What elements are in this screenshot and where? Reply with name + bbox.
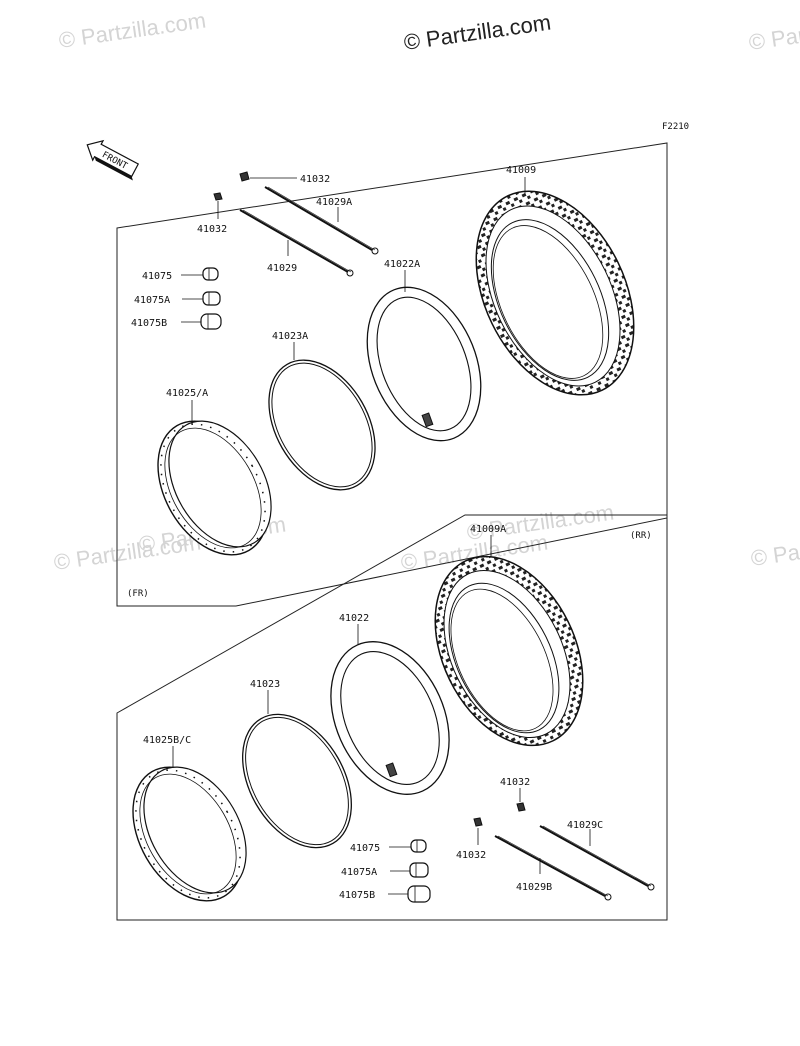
rear-nipple: 41075 xyxy=(350,839,427,854)
front-tire: 41009 xyxy=(475,165,635,396)
rear-tube: 41022 xyxy=(330,613,450,795)
front-nipple-b: 41075B xyxy=(131,313,222,330)
front-nipple-b-label: 41075B xyxy=(131,318,167,329)
rear-rim: 41025B/C xyxy=(132,735,247,902)
front-spoke-label: 41029 xyxy=(267,263,297,274)
front-nipple-a-label: 41075A xyxy=(134,295,170,306)
front-tire-label: 41009 xyxy=(506,165,536,176)
rear-spoke-b: 41029B xyxy=(494,835,612,901)
rear-valve-cap-a-label: 41032 xyxy=(500,777,530,788)
front-nipple-a: 41075A xyxy=(134,291,221,306)
rear-frame xyxy=(116,514,668,921)
front-tube-label: 41022A xyxy=(384,259,420,270)
front-valve-cap-b-label: 41032 xyxy=(197,224,227,235)
rear-nipple-b-label: 41075B xyxy=(339,890,375,901)
front-section-label: (FR) xyxy=(127,589,149,599)
rear-valve-cap-a: 41032 xyxy=(500,777,530,812)
front-nipple-label: 41075 xyxy=(142,271,172,282)
rear-nipple-a-label: 41075A xyxy=(341,867,377,878)
diagram-code: F2210 xyxy=(662,122,689,132)
watermark-top-right: © Partzilla.com xyxy=(747,10,800,55)
rear-valve-cap-b: 41032 xyxy=(456,817,486,861)
front-rim-band-label: 41023A xyxy=(272,331,308,342)
front-spoke: 41029 xyxy=(239,209,354,277)
rear-nipple-label: 41075 xyxy=(350,843,380,854)
front-spoke-a-label: 41029A xyxy=(316,197,352,208)
rear-tube-label: 41022 xyxy=(339,613,369,624)
front-frame xyxy=(116,142,668,607)
rear-rim-band-label: 41023 xyxy=(250,679,280,690)
front-tube: 41022A xyxy=(366,259,482,442)
front-valve-cap-b: 41032 xyxy=(197,192,227,235)
rear-rim-band: 41023 xyxy=(242,679,352,849)
rear-section-label: (RR) xyxy=(630,531,652,541)
rear-nipple-a: 41075A xyxy=(341,862,429,878)
front-rim-band: 41023A xyxy=(268,331,376,491)
rear-valve-cap-b-label: 41032 xyxy=(456,850,486,861)
rear-spoke-b-label: 41029B xyxy=(516,882,552,893)
rear-tire: 41009A xyxy=(434,524,584,747)
rear-nipple-b: 41075B xyxy=(339,885,431,903)
rear-section: (RR) 41009A 41022 41023 xyxy=(116,514,668,921)
watermark-mid-right: © Partzilla.com xyxy=(749,526,800,571)
front-arrow-icon: FRONT xyxy=(86,139,140,181)
front-spoke-a: 41029A xyxy=(264,186,379,255)
front-valve-cap-a: 41032 xyxy=(239,171,330,185)
front-valve-cap-a-label: 41032 xyxy=(300,174,330,185)
rear-spoke-c-label: 41029C xyxy=(567,820,603,831)
front-rim-label: 41025/A xyxy=(166,388,208,399)
front-nipple: 41075 xyxy=(142,267,219,282)
rear-rim-label: 41025B/C xyxy=(143,735,191,746)
rear-spoke-c: 41029C xyxy=(539,820,655,891)
watermark-top-center: © Partzilla.com xyxy=(402,10,552,55)
rear-tire-label: 41009A xyxy=(470,524,506,535)
watermark-top-left: © Partzilla.com xyxy=(57,8,207,53)
front-section: (FR) 41032 41032 41029A 41029 xyxy=(116,142,668,607)
front-rim: 41025/A xyxy=(157,388,272,556)
